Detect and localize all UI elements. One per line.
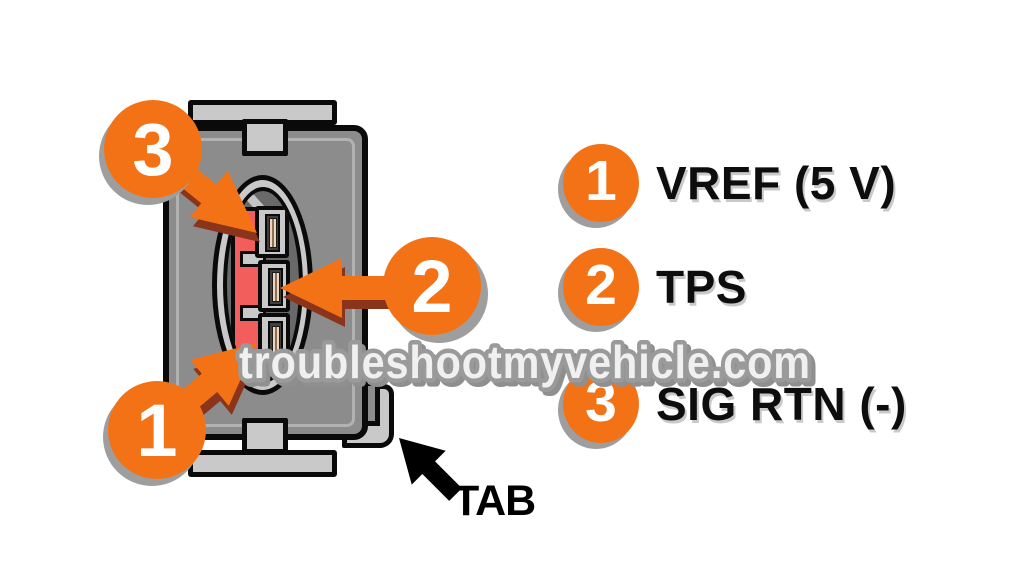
connector-bottom-flange [188, 450, 337, 477]
legend-label-tps: TPS [656, 261, 747, 313]
pin-1-blade [271, 326, 280, 356]
legend-label-vref: VREF (5 V) [656, 157, 897, 209]
legend-item-sig-rtn: 3 SIG RTN (-) [563, 365, 907, 443]
marker-2-circle [383, 237, 481, 335]
pin-3-blade [268, 218, 277, 248]
legend-item-tps: 2 TPS [563, 248, 747, 326]
connector-oval-cavity [223, 187, 303, 383]
legend-label-sig-rtn: SIG RTN (-) [656, 378, 907, 430]
legend-badge-2: 2 [563, 248, 639, 326]
legend-badge-3: 3 [563, 365, 639, 443]
pin-3-slot [265, 214, 280, 252]
marker-2-number: 2 [411, 245, 452, 328]
legend-badge-1: 1 [563, 144, 639, 222]
pin-3-terminal [255, 206, 289, 258]
connector-bottom-tab [242, 418, 288, 454]
pin-1-terminal [258, 313, 290, 367]
legend-item-vref: 1 VREF (5 V) [563, 144, 896, 222]
pin-2-blade [271, 272, 280, 302]
connector-top-tab [242, 119, 288, 156]
pin-2-slot [268, 268, 283, 306]
pin-1-slot [268, 321, 283, 361]
tab-label: TAB [453, 477, 536, 525]
pin-2-terminal [258, 260, 290, 312]
marker-2-shadow [390, 245, 488, 343]
